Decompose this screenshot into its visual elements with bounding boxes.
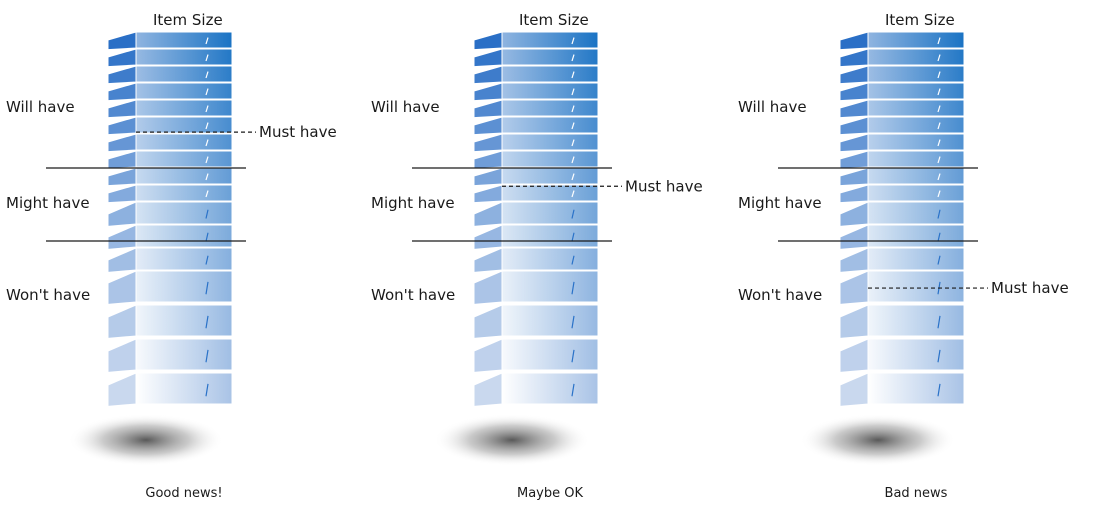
- item-block: [473, 99, 599, 119]
- must-have-label: Must have: [625, 177, 703, 195]
- zone-label-wont: Won't have: [6, 286, 90, 304]
- item-block: [473, 184, 599, 204]
- zone-label-might: Might have: [371, 194, 455, 212]
- item-block: [107, 224, 233, 250]
- item-block: [473, 270, 599, 305]
- item-block: [107, 167, 233, 187]
- item-block: [473, 116, 599, 136]
- item-block: [473, 167, 599, 187]
- must-have-label: Must have: [991, 279, 1069, 297]
- item-block: [839, 31, 965, 51]
- stack-caption: Good news!: [145, 486, 222, 501]
- item-block: [839, 150, 965, 170]
- item-block: [107, 247, 233, 273]
- item-block: [107, 338, 233, 373]
- item-block: [473, 82, 599, 102]
- item-block: [473, 304, 599, 339]
- item-block: [473, 372, 599, 407]
- item-block: [839, 116, 965, 136]
- item-block: [473, 150, 599, 170]
- stack-caption: Bad news: [885, 486, 948, 501]
- item-block: [839, 133, 965, 153]
- item-block: [839, 304, 965, 339]
- item-block: [107, 31, 233, 51]
- zone-label-might: Might have: [738, 194, 822, 212]
- zone-label-will: Will have: [738, 98, 807, 116]
- item-block: [839, 224, 965, 250]
- zone-label-will: Will have: [6, 98, 75, 116]
- item-block: [473, 338, 599, 373]
- item-block: [107, 99, 233, 119]
- item-block: [473, 65, 599, 85]
- item-block: [473, 133, 599, 153]
- stack-shadow: [434, 414, 590, 466]
- item-block: [839, 247, 965, 273]
- item-block: [107, 372, 233, 407]
- zone-label-might: Might have: [6, 194, 90, 212]
- item-block: [839, 338, 965, 373]
- must-have-label: Must have: [259, 123, 337, 141]
- item-size-header: Item Size: [153, 11, 223, 29]
- item-block: [839, 48, 965, 68]
- item-block: [107, 133, 233, 153]
- item-block: [107, 201, 233, 227]
- item-block: [107, 184, 233, 204]
- item-block: [107, 116, 233, 136]
- item-block: [839, 270, 965, 305]
- item-block: [473, 224, 599, 250]
- item-block: [839, 201, 965, 227]
- item-block: [107, 48, 233, 68]
- item-block: [473, 48, 599, 68]
- zone-label-wont: Won't have: [738, 286, 822, 304]
- item-block: [107, 65, 233, 85]
- stack-caption: Maybe OK: [517, 486, 583, 501]
- item-block: [107, 304, 233, 339]
- item-block: [839, 372, 965, 407]
- stack-shadow: [800, 414, 956, 466]
- item-size-header: Item Size: [885, 11, 955, 29]
- stack-shadow: [68, 414, 224, 466]
- item-block: [107, 82, 233, 102]
- item-block: [107, 150, 233, 170]
- item-size-header: Item Size: [519, 11, 589, 29]
- item-block: [473, 31, 599, 51]
- item-block: [839, 167, 965, 187]
- item-block: [839, 99, 965, 119]
- item-block: [839, 184, 965, 204]
- item-block: [107, 270, 233, 305]
- item-block: [473, 247, 599, 273]
- item-block: [839, 65, 965, 85]
- item-block: [473, 201, 599, 227]
- zone-label-wont: Won't have: [371, 286, 455, 304]
- zone-label-will: Will have: [371, 98, 440, 116]
- item-block: [839, 82, 965, 102]
